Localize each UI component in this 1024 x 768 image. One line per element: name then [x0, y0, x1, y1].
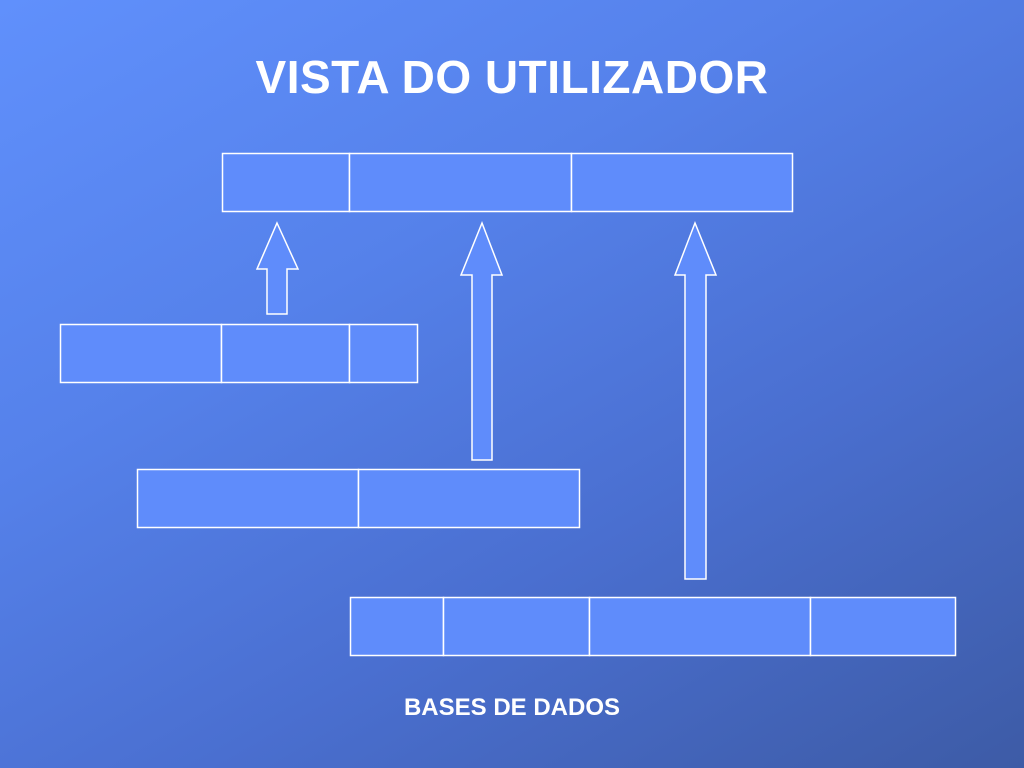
database-record-2-field-1	[136, 468, 360, 529]
database-record-1-field-1	[59, 323, 223, 384]
database-record-1	[59, 323, 419, 384]
database-record-3-field-1	[349, 596, 445, 657]
user-view-field-3	[570, 152, 794, 213]
slide-title: VISTA DO UTILIZADOR	[255, 51, 769, 103]
database-record-1-field-2	[220, 323, 351, 384]
database-record-3-field-2	[442, 596, 591, 657]
database-record-3-field-3	[588, 596, 812, 657]
database-record-1-field-3	[348, 323, 419, 384]
arrow-up-3	[673, 220, 718, 580]
arrow-up-1	[255, 221, 300, 315]
user-view-field-1	[221, 152, 351, 213]
database-record-3	[349, 596, 957, 657]
database-record-3-field-4	[809, 596, 957, 657]
database-record-2	[136, 468, 581, 529]
user-view-record	[221, 152, 794, 213]
database-record-2-field-2	[357, 468, 581, 529]
user-view-field-2	[348, 152, 573, 213]
arrow-up-2	[459, 220, 504, 461]
databases-caption: BASES DE DADOS	[403, 694, 621, 721]
